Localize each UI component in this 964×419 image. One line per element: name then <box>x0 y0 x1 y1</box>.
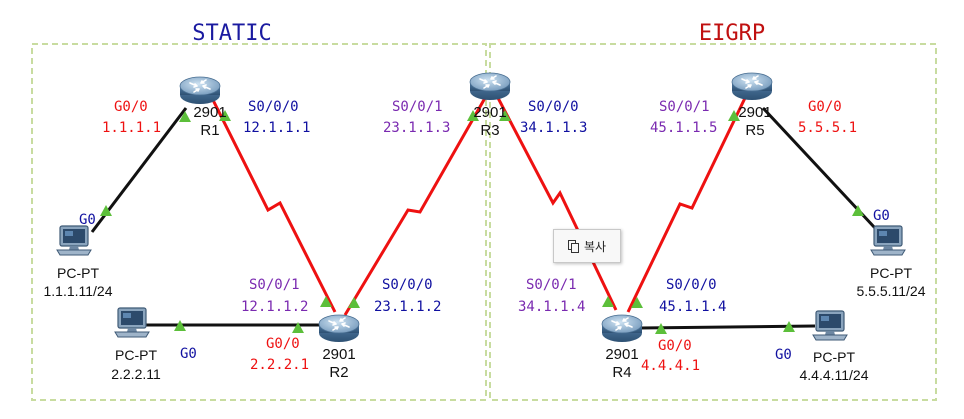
port-marker <box>100 205 112 216</box>
r2-s0-name: S0/0/0 <box>382 277 433 293</box>
port-marker <box>655 323 667 334</box>
r2-s1-ip: 12.1.1.2 <box>241 299 308 315</box>
pc-4-port-label: G0 <box>775 347 792 363</box>
pc-2-port-label: G0 <box>180 346 197 362</box>
pc-5[interactable]: PC-PT 5.5.5.11/24 <box>856 225 926 299</box>
router-r2-model: 2901 <box>322 346 355 363</box>
port-marker <box>320 296 332 307</box>
r5-g-ip: 5.5.5.1 <box>798 120 857 136</box>
serial-link-r4-r5[interactable] <box>626 97 747 313</box>
pc-2[interactable]: PC-PT 2.2.2.11 <box>111 307 161 382</box>
copy-icon <box>567 240 579 253</box>
pc-1[interactable]: PC-PT 1.1.1.11/24 <box>43 225 113 299</box>
static-area-box <box>31 43 487 401</box>
router-r4-name: R4 <box>612 364 631 381</box>
router-r3-model: 2901 <box>473 104 506 121</box>
r2-s0-ip: 23.1.1.2 <box>374 299 441 315</box>
r2-s1-name: S0/0/1 <box>249 277 300 293</box>
r3-s1-name: S0/0/1 <box>392 99 443 115</box>
r3-s0-ip: 34.1.1.3 <box>520 120 587 136</box>
router-r3-name: R3 <box>480 122 499 139</box>
router-r1[interactable]: 2901 R1 <box>179 76 227 139</box>
router-r4-model: 2901 <box>605 346 638 363</box>
router-r3[interactable]: 2901 R3 <box>469 72 511 139</box>
pc-2-type: PC-PT <box>115 347 157 363</box>
copy-context-menu[interactable]: 복사 <box>553 229 621 263</box>
r4-s0-name: S0/0/0 <box>666 277 717 293</box>
r4-g-ip: 4.4.4.1 <box>641 358 700 374</box>
serial-link-r1-r2[interactable] <box>211 99 337 313</box>
router-r1-model: 2901 <box>193 104 226 121</box>
port-marker <box>602 296 614 307</box>
static-area-title: STATIC <box>192 21 271 46</box>
port-marker <box>292 322 304 333</box>
r1-g-name: G0/0 <box>114 99 148 115</box>
pc-5-type: PC-PT <box>870 265 912 281</box>
link-r4-pc4[interactable] <box>639 324 816 330</box>
router-r2-name: R2 <box>329 364 348 381</box>
port-marker <box>499 110 511 121</box>
r4-s0-ip: 45.1.1.4 <box>659 299 726 315</box>
router-r4[interactable]: 2901 R4 <box>601 314 643 381</box>
router-r5-name: R5 <box>745 122 764 139</box>
eigrp-area-box <box>489 43 937 401</box>
pc-2-ip: 2.2.2.11 <box>111 366 161 382</box>
port-marker <box>783 321 795 332</box>
pc-1-port-label: G0 <box>79 212 96 228</box>
r5-s1-ip: 45.1.1.5 <box>650 120 717 136</box>
r1-s-name: S0/0/0 <box>248 99 299 115</box>
eigrp-area-title: EIGRP <box>699 21 765 46</box>
r4-s1-ip: 34.1.1.4 <box>518 299 585 315</box>
router-r1-name: R1 <box>200 122 219 139</box>
r3-s0-name: S0/0/0 <box>528 99 579 115</box>
router-r5-model: 2901 <box>738 104 771 121</box>
port-marker <box>174 320 186 331</box>
r4-s1-name: S0/0/1 <box>526 277 577 293</box>
r1-g-ip: 1.1.1.1 <box>102 120 161 136</box>
r3-s1-ip: 23.1.1.3 <box>383 120 450 136</box>
r5-g-name: G0/0 <box>808 99 842 115</box>
pc-4-ip: 4.4.4.11/24 <box>799 367 868 383</box>
router-r5[interactable]: 2901 R5 <box>731 72 773 139</box>
pc-4-type: PC-PT <box>813 349 855 365</box>
link-r5-pc5[interactable] <box>761 106 877 230</box>
router-r2[interactable]: 2901 R2 <box>318 314 360 381</box>
pc-5-port-label: G0 <box>873 208 890 224</box>
port-marker <box>852 205 864 216</box>
pc-4[interactable]: PC-PT 4.4.4.11/24 <box>799 310 869 383</box>
r1-s-ip: 12.1.1.1 <box>243 120 310 136</box>
serial-link-r2-r3[interactable] <box>343 97 487 316</box>
r2-g-name: G0/0 <box>266 336 300 352</box>
r2-g-ip: 2.2.2.1 <box>250 357 309 373</box>
port-marker <box>631 297 643 308</box>
r5-s1-name: S0/0/1 <box>659 99 710 115</box>
port-marker <box>348 297 360 308</box>
pc-1-ip: 1.1.1.11/24 <box>43 283 112 299</box>
port-marker <box>219 110 231 121</box>
port-marker <box>179 111 191 122</box>
pc-5-ip: 5.5.5.11/24 <box>856 283 925 299</box>
r4-g-name: G0/0 <box>658 338 692 354</box>
port-marker <box>728 110 740 121</box>
port-marker <box>467 110 479 121</box>
pc-1-type: PC-PT <box>57 265 99 281</box>
copy-menu-label: 복사 <box>583 239 607 254</box>
